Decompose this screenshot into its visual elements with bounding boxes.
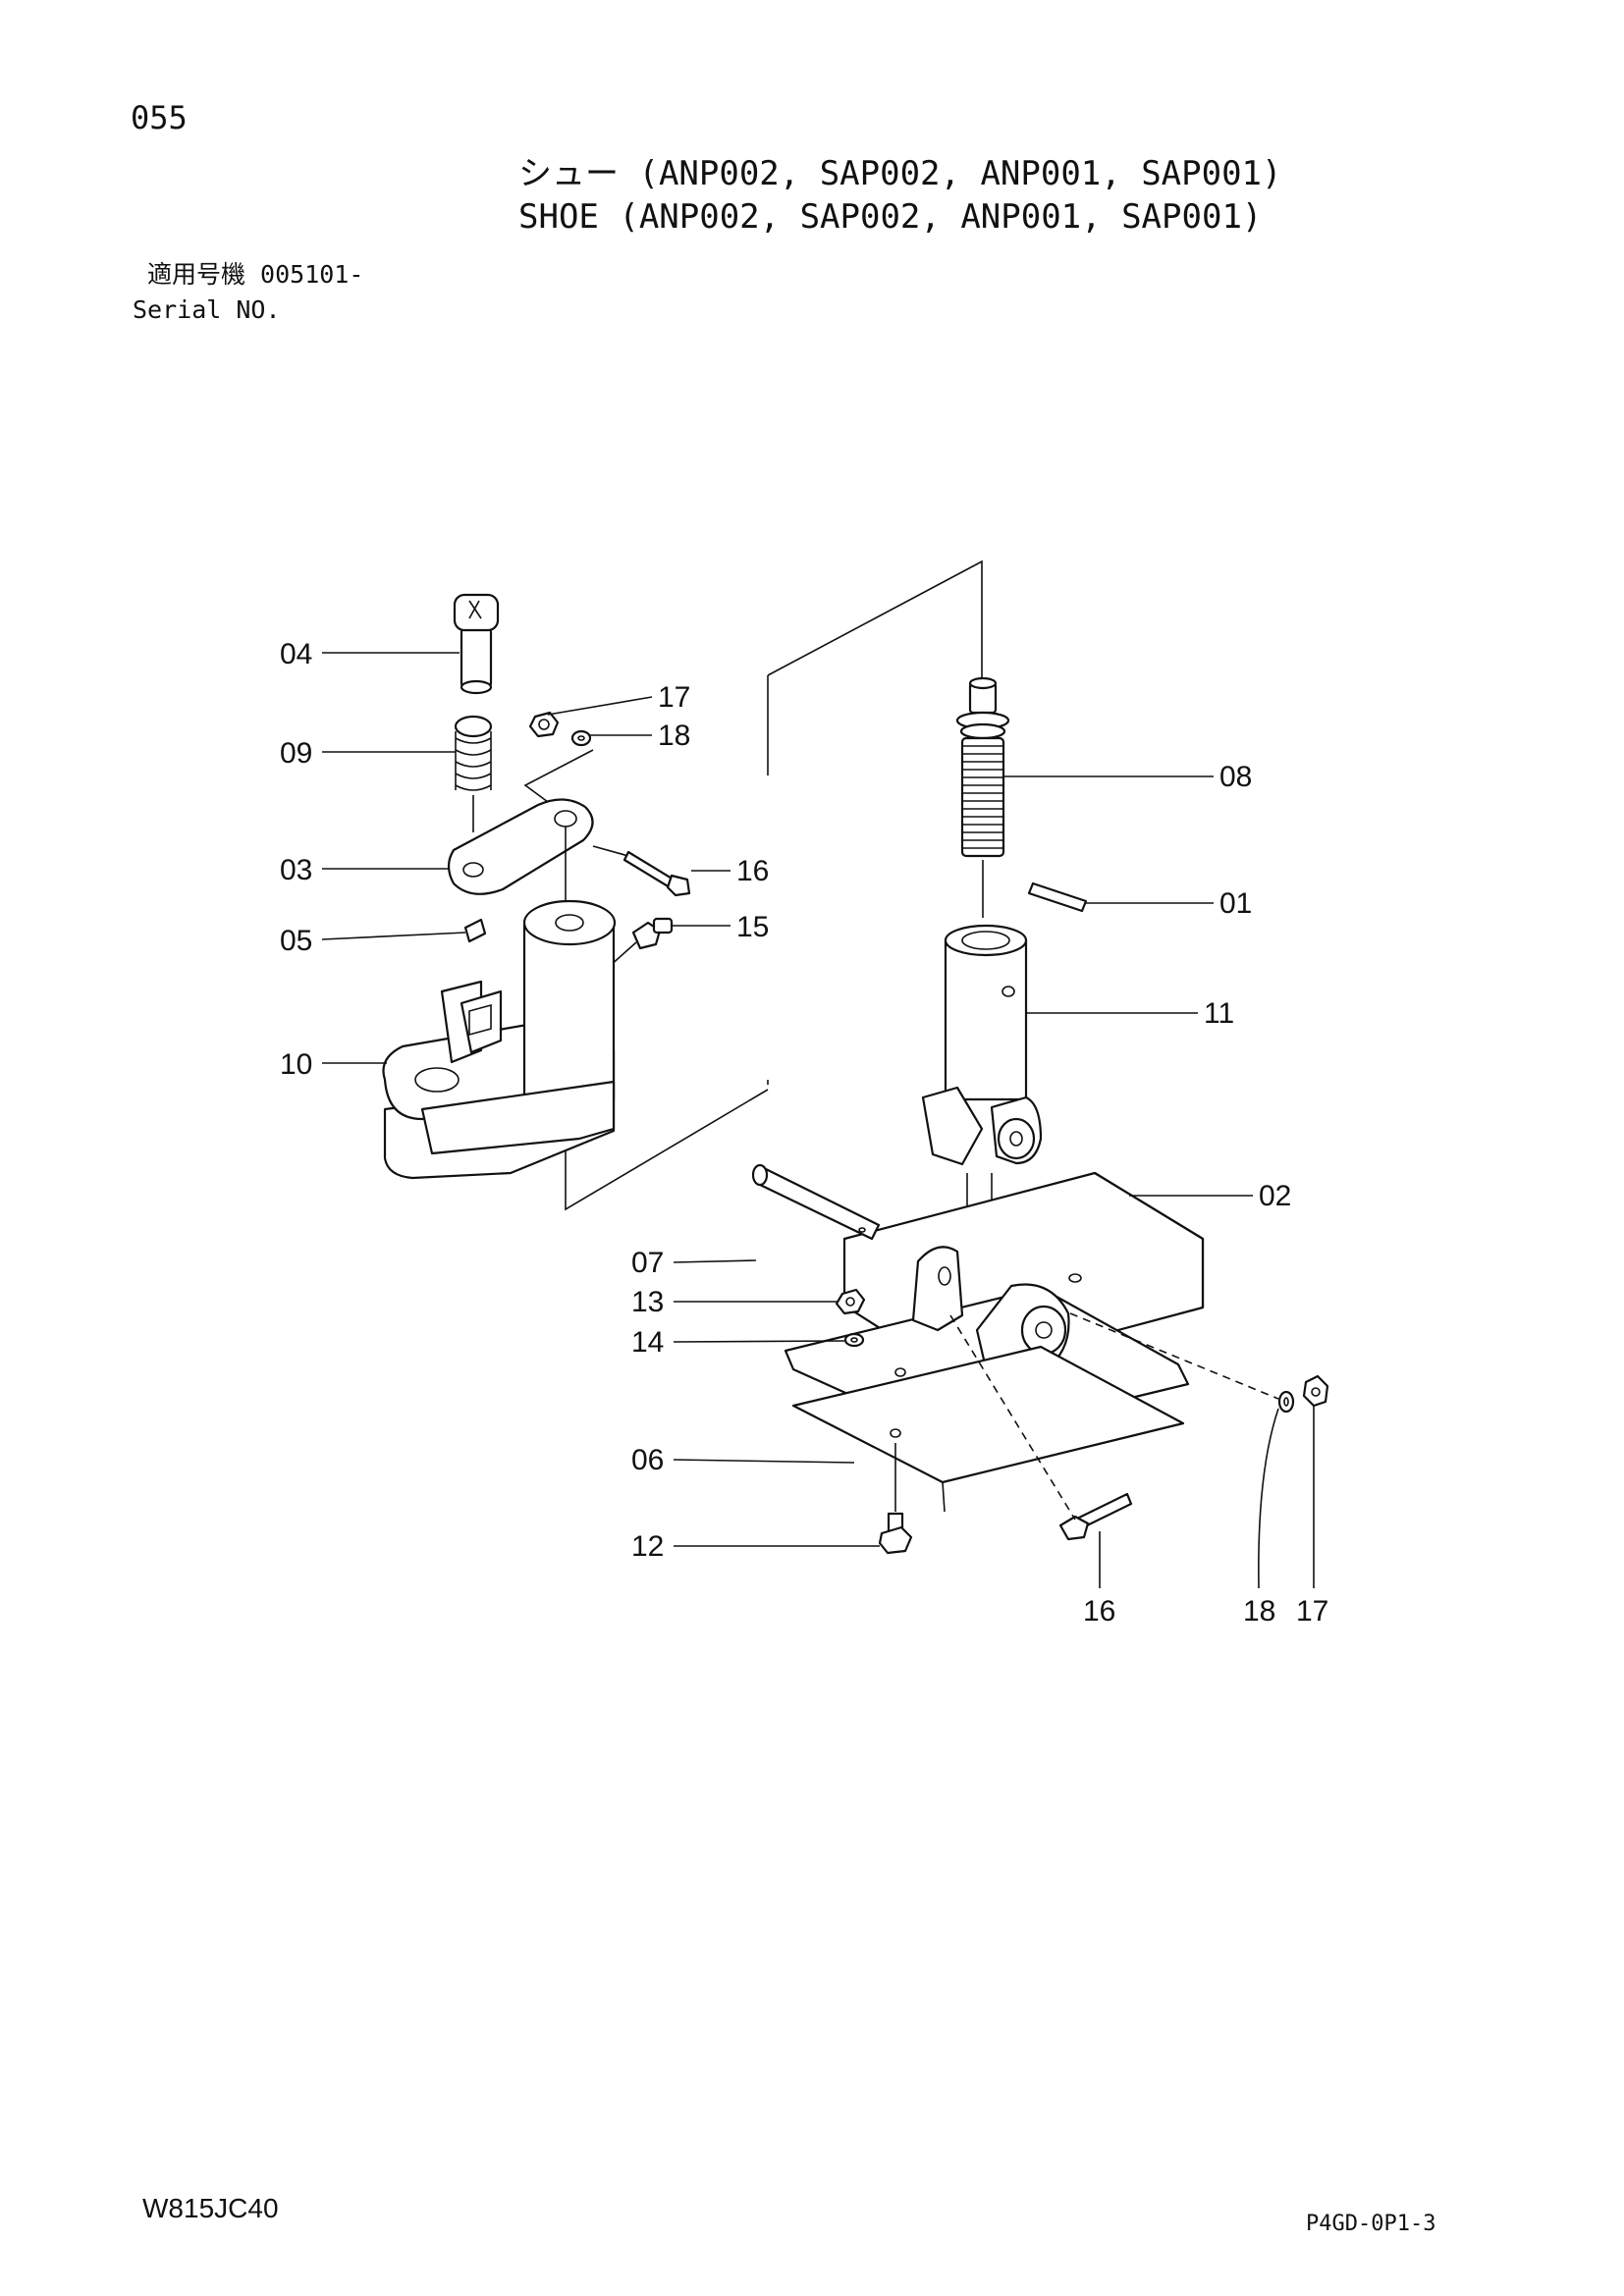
part-16-bolt-top	[592, 845, 691, 897]
part-06-wear-plate	[791, 1345, 1185, 1513]
callout-01: 01	[1219, 887, 1252, 920]
callout-14: 14	[631, 1326, 664, 1359]
part-08-threaded-shaft	[955, 676, 1010, 918]
part-05-small-pin	[463, 918, 487, 943]
part-17-nut-bottom	[1302, 1374, 1329, 1408]
part-11-tube	[921, 924, 1043, 1256]
serial-label-english: Serial NO.	[133, 295, 281, 324]
callout-07: 07	[631, 1247, 664, 1279]
part-18-washer-bottom	[1277, 1390, 1295, 1414]
callout-10: 10	[280, 1048, 312, 1081]
part-16-bolt-bottom	[1058, 1492, 1133, 1541]
part-17-nut-top	[528, 711, 560, 738]
callout-16-top: 16	[736, 855, 769, 887]
callout-11: 11	[1204, 997, 1234, 1030]
callout-17-bottom: 17	[1296, 1595, 1328, 1628]
page-title-japanese: シュー (ANP002, SAP002, ANP001, SAP001)	[518, 154, 1282, 193]
callout-04: 04	[280, 638, 312, 670]
callout-17-top: 17	[658, 681, 690, 714]
part-01-roll-pin	[1027, 881, 1088, 913]
plate-bracket-left	[911, 1246, 964, 1332]
assembly-guide-lines	[565, 560, 983, 1211]
serial-label-japanese: 適用号機 005101-	[147, 260, 364, 289]
assembly-line-bolt	[1069, 1312, 1279, 1400]
callout-18-top: 18	[658, 720, 690, 752]
callout-16-bottom: 16	[1083, 1595, 1115, 1628]
callout-leaders	[321, 652, 1315, 1589]
callout-05: 05	[280, 925, 312, 957]
part-07-pivot-pin	[751, 1163, 881, 1241]
part-04-pin	[453, 593, 500, 695]
callout-13: 13	[631, 1286, 664, 1318]
page-title-english: SHOE (ANP002, SAP002, ANP001, SAP001)	[518, 197, 1263, 237]
callout-15: 15	[736, 911, 769, 943]
part-14-washer	[843, 1332, 865, 1348]
callout-03: 03	[280, 854, 312, 886]
part-12-bolt	[878, 1512, 913, 1555]
part-09-spring	[454, 715, 493, 832]
sheet-code: P4GD-0P1-3	[1306, 2212, 1436, 2236]
assembly-line-bolt-lower	[949, 1314, 1076, 1521]
part-03-lever-arm	[447, 798, 594, 918]
drawing-code: W815JC40	[142, 2193, 279, 2223]
callout-06: 06	[631, 1444, 664, 1476]
callout-02: 02	[1259, 1180, 1291, 1212]
part-13-nut	[835, 1288, 866, 1315]
part-15-grease-nipple	[608, 917, 674, 968]
page-number: 055	[131, 99, 188, 136]
callout-18-bottom: 18	[1243, 1595, 1275, 1628]
callout-12: 12	[631, 1530, 664, 1563]
callout-labels: 04 09 03 05 10 17 18 16 15 08 01 11 02 0…	[280, 638, 1328, 1628]
callout-08: 08	[1219, 761, 1252, 793]
part-10-shoe-bracket	[382, 899, 617, 1180]
callout-09: 09	[280, 737, 312, 770]
